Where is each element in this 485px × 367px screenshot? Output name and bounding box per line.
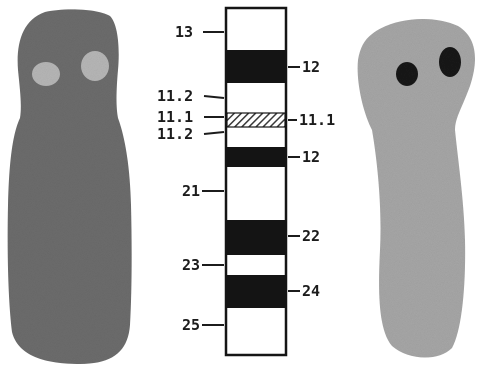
left-label-25: 25 [182, 316, 200, 334]
left-label-13: 13 [175, 23, 193, 41]
left-label-11-2-lower: 11.2 [157, 125, 193, 143]
left-label-23: 23 [182, 256, 200, 274]
right-label-11-1: 11.1 [299, 111, 335, 129]
right-spot-1 [396, 62, 418, 86]
right-label-24: 24 [302, 282, 320, 300]
band-q12 [226, 147, 286, 167]
right-label-12-upper: 12 [302, 58, 320, 76]
ideogram: 13 11.2 11.1 11.2 21 23 25 12 11.1 12 22… [157, 8, 335, 355]
right-label-22: 22 [302, 227, 320, 245]
left-tick [204, 96, 224, 98]
right-label-12-lower: 12 [302, 148, 320, 166]
band-centromere [227, 113, 285, 127]
left-chromosome [8, 9, 132, 364]
left-tick [204, 132, 224, 134]
right-chromosome [358, 19, 475, 358]
right-spot-2 [439, 47, 461, 77]
band-q22 [226, 220, 286, 255]
band-p12 [226, 50, 286, 83]
left-spot-2 [81, 51, 109, 81]
left-chromosome-body [8, 9, 132, 364]
left-label-11-2-upper: 11.2 [157, 87, 193, 105]
left-label-21: 21 [182, 182, 200, 200]
left-label-11-1: 11.1 [157, 108, 193, 126]
left-spot-1 [32, 62, 60, 86]
band-q24 [226, 275, 286, 308]
